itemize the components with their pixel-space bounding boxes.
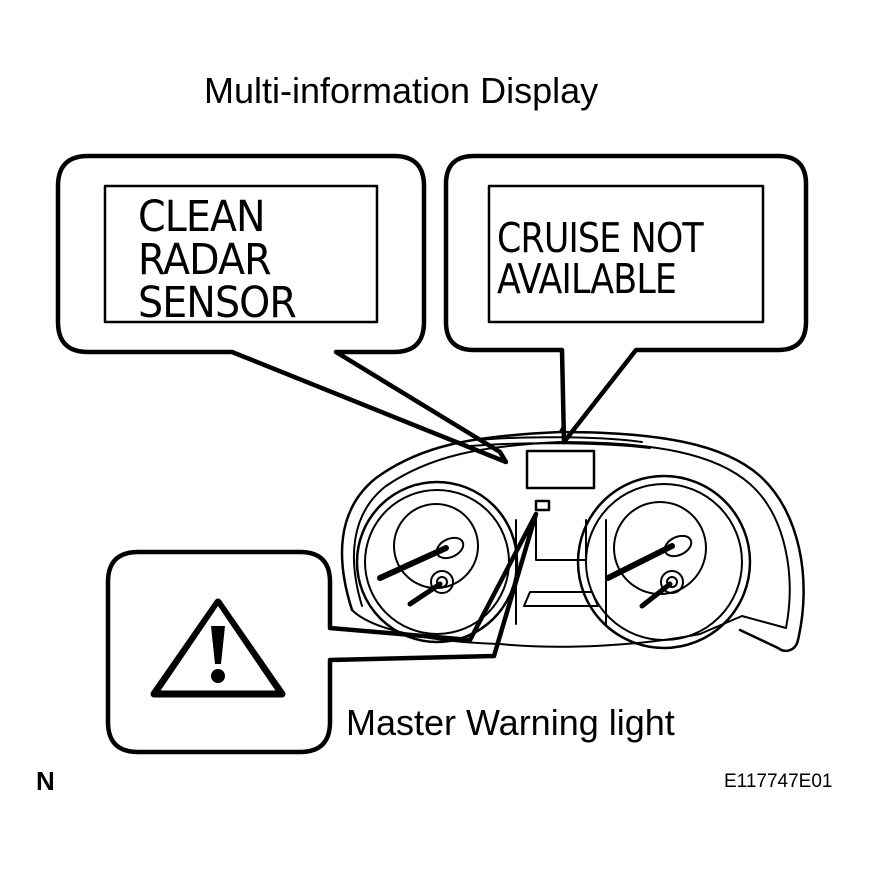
master-warning-light-label: Master Warning light: [346, 702, 675, 743]
right-callout: [443, 153, 809, 445]
corner-letter: N: [36, 766, 55, 796]
warning-callout: [105, 511, 539, 755]
figure-code: E117747E01: [724, 771, 833, 792]
left-callout: [55, 153, 509, 465]
clean-radar-sensor-message: CLEAN RADAR SENSOR: [138, 192, 297, 328]
instrument-cluster: [340, 427, 805, 652]
diagram-title: Multi-information Display: [204, 70, 599, 111]
left-gauge: [355, 480, 519, 644]
right-gauge: [576, 474, 752, 650]
cruise-not-available-message: CRUISE NOT AVAILABLE: [497, 214, 704, 303]
center-panel: [515, 449, 607, 625]
multi-information-display: [525, 449, 596, 490]
master-warning-light: [534, 499, 551, 512]
warning-triangle-icon: [150, 598, 286, 698]
